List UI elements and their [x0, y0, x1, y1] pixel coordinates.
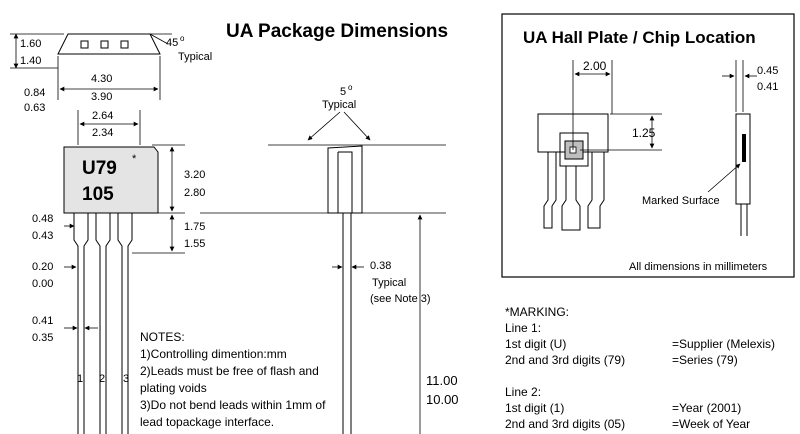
pin-1: 1: [77, 373, 83, 385]
lead-thick-min: 0.35: [32, 332, 53, 344]
pin-3: 3: [123, 373, 129, 385]
lead-width-min: 0.43: [32, 230, 53, 242]
marking-line1: U79: [82, 158, 117, 179]
inner-width-min: 2.34: [92, 127, 113, 139]
side-thick: 0.38: [370, 260, 391, 272]
side-thick-label: Typical: [372, 277, 406, 289]
lead-length-min: 10.00: [426, 392, 459, 407]
note-line-1: 1)Controlling dimention:mm: [140, 347, 287, 361]
side-view: 5 o Typical 0.38 Typical (see Note 3) 11…: [200, 83, 459, 434]
marking-line2-title: Line 2:: [505, 385, 541, 399]
width-max: 4.30: [91, 73, 112, 85]
marking-line1-row2-value: =Series (79): [672, 353, 738, 367]
all-dims-note: All dimensions in millimeters: [629, 261, 768, 273]
marking-legend: *MARKING: Line 1: 1st digit (U) =Supplie…: [505, 305, 775, 431]
notes-title: NOTES:: [140, 330, 185, 344]
chamfer-max: 0.84: [24, 87, 45, 99]
pin-2: 2: [99, 373, 105, 385]
chamfer-min: 0.63: [24, 102, 45, 114]
hall-dim-x: 2.00: [583, 59, 607, 73]
lead-offset-min: 0.00: [32, 278, 53, 290]
top-view: 1.60 1.40 45 o Typical 4.30 3.90 0.84 0.…: [10, 33, 212, 145]
marking-line2-row1-value: =Year (2001): [672, 401, 741, 415]
marking-title: *MARKING:: [505, 305, 569, 319]
side-angle-degree-mark: o: [348, 83, 353, 92]
lead-length-max: 11.00: [426, 373, 458, 388]
marking-line1-row2-label: 2nd and 3rd digits (79): [505, 353, 625, 367]
marking-line2-row2-value: =Week of Year: [672, 417, 750, 431]
width-min: 3.90: [91, 91, 112, 103]
shoulder-min: 1.55: [184, 238, 205, 250]
angle-45-label: Typical: [178, 51, 212, 63]
note-line-5: lead topackage interface.: [140, 415, 274, 429]
top-height-max: 1.60: [20, 38, 41, 50]
hall-plate-panel: UA Hall Plate / Chip Location 2.00 1.25 …: [501, 13, 795, 278]
notes: NOTES: 1)Controlling dimention:mm 2)Lead…: [140, 330, 326, 429]
lead-offset-max: 0.20: [32, 261, 53, 273]
front-view: U79 105 * 3.20 2.80 1.75 1.55 1 2 3 0.48…: [32, 144, 205, 434]
lead-width-max: 0.48: [32, 213, 53, 225]
hall-title: UA Hall Plate / Chip Location: [523, 28, 756, 47]
note-line-2: 2)Leads must be free of flash and: [140, 364, 319, 378]
marked-surface: Marked Surface: [642, 195, 720, 207]
marking-line2-row2-label: 2nd and 3rd digits (05): [505, 417, 625, 431]
marking-line2-row1-label: 1st digit (1): [505, 401, 564, 415]
marking-line1-title: Line 1:: [505, 321, 541, 335]
marking-line1-row1-label: 1st digit (U): [505, 337, 566, 351]
hall-dim-t-min: 0.41: [757, 81, 778, 93]
angle-degree-mark: o: [180, 34, 185, 43]
angle-45: 45: [166, 37, 178, 49]
top-height-min: 1.40: [20, 55, 41, 67]
inner-width-max: 2.64: [92, 110, 113, 122]
shoulder-max: 1.75: [184, 221, 205, 233]
hall-dim-y: 1.25: [632, 126, 656, 140]
note-line-4: 3)Do not bend leads within 1mm of: [140, 398, 326, 412]
hall-dim-t-max: 0.45: [757, 65, 778, 77]
marking-line2: 105: [82, 184, 114, 205]
lead-thick-max: 0.41: [32, 315, 53, 327]
body-height-max: 3.20: [184, 169, 205, 181]
marking-line1-row1-value: =Supplier (Melexis): [672, 337, 775, 351]
side-thick-note: (see Note 3): [370, 293, 431, 305]
package-title: UA Package Dimensions: [226, 21, 448, 42]
side-angle: 5: [340, 86, 346, 98]
marking-star: *: [132, 153, 137, 165]
side-angle-label: Typical: [322, 99, 356, 111]
note-line-3: plating voids: [140, 381, 207, 395]
body-height-min: 2.80: [184, 187, 205, 199]
